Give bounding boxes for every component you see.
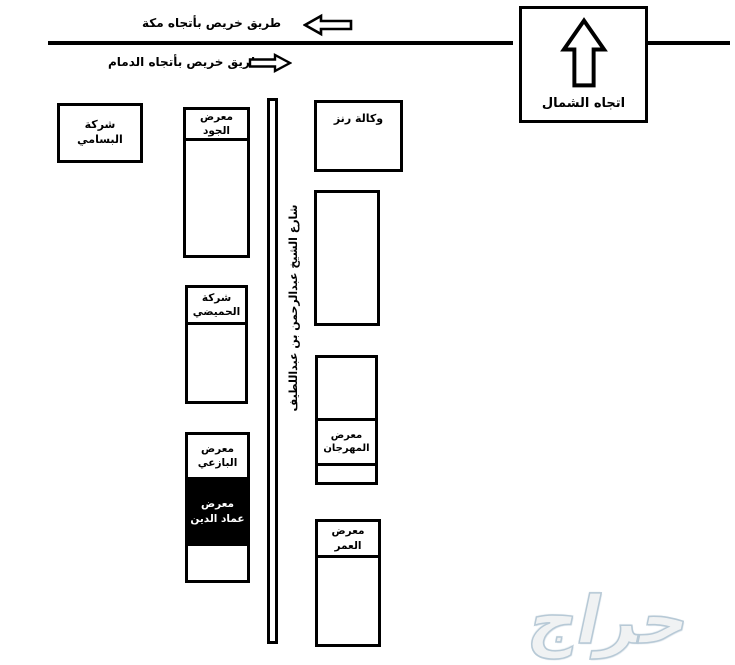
building-omar-label: معرض العمر bbox=[331, 525, 365, 552]
building-joud: معرض الجود bbox=[183, 107, 250, 141]
mahrajan-lower-lot-box bbox=[315, 463, 378, 485]
north-up-arrow-icon bbox=[560, 17, 608, 88]
building-bassami: شركة البسامي bbox=[57, 103, 143, 163]
imad-lot-box bbox=[185, 543, 250, 583]
north-direction-box: اتجاه الشمال bbox=[519, 6, 648, 123]
haraj-watermark-logo: حراج bbox=[522, 581, 699, 660]
khurais-road-line-west bbox=[48, 41, 513, 45]
building-humaidhi-label: شركة الحميضي bbox=[192, 291, 241, 318]
building-renz-label: وكالة رنز bbox=[333, 112, 384, 125]
vertical-street-lines bbox=[267, 98, 278, 644]
building-omar: معرض العمر bbox=[315, 519, 381, 558]
humaidhi-lot-box bbox=[185, 322, 248, 404]
building-mahrajan-label: معرض المهرجان bbox=[323, 429, 370, 455]
building-bazai-label: معرض البازعي bbox=[197, 442, 238, 469]
road-label-mecca: طريق خريص بأتجاه مكة bbox=[142, 16, 282, 30]
west-block-arrow-icon bbox=[303, 13, 353, 37]
building-renz: وكالة رنز bbox=[314, 100, 403, 172]
building-imad-aldin: معرض عماد الدين bbox=[185, 477, 250, 546]
building-bazai: معرض البازعي bbox=[185, 432, 250, 480]
road-label-dammam: طريق خريص بأتجاه الدمام bbox=[108, 55, 262, 69]
building-joud-label: معرض الجود bbox=[199, 110, 234, 137]
building-imad-aldin-label: معرض عماد الدين bbox=[190, 498, 245, 525]
building-mahrajan: معرض المهرجان bbox=[315, 418, 378, 466]
khurais-road-line-east bbox=[648, 41, 730, 45]
omar-lot-box bbox=[315, 555, 381, 647]
mahrajan-upper-lot-box bbox=[315, 355, 378, 421]
renz-lot-box bbox=[314, 190, 380, 326]
north-box-label: اتجاه الشمال bbox=[541, 96, 626, 112]
vertical-street-label: شارع الشيخ عبدالرحمن بن عبداللطيف bbox=[287, 204, 300, 412]
building-bassami-label: شركة البسامي bbox=[77, 118, 123, 146]
joud-lot-box bbox=[183, 138, 250, 258]
building-humaidhi: شركة الحميضي bbox=[185, 285, 248, 325]
east-block-arrow-icon bbox=[248, 53, 292, 73]
